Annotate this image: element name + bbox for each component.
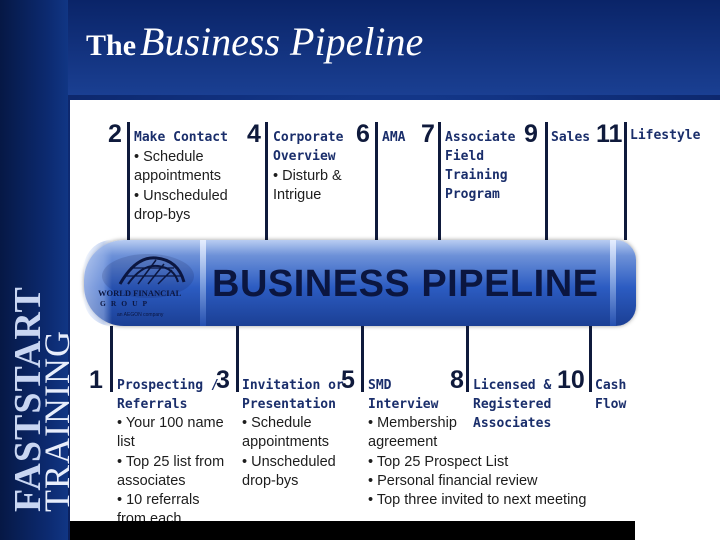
heading-line: Sales bbox=[551, 130, 591, 145]
faststart-training-logo: FASTSTART TRAINING bbox=[4, 286, 77, 530]
connector-line bbox=[236, 326, 239, 392]
title-main: Business Pipeline bbox=[140, 19, 424, 64]
step-heading: SMD Interview bbox=[368, 376, 438, 414]
heading-line: Corporate bbox=[273, 130, 344, 145]
connector-line bbox=[375, 122, 378, 240]
heading-line: Interview bbox=[368, 397, 439, 412]
body-line: associates bbox=[117, 472, 186, 489]
heading-line: SMD bbox=[368, 378, 392, 393]
connector-line bbox=[545, 122, 548, 240]
step-heading: Make Contact bbox=[134, 128, 228, 147]
logo-text-world-financial: WORLD FINANCIAL bbox=[98, 288, 182, 298]
pipeline-tube bbox=[84, 240, 636, 326]
heading-line: Flow bbox=[595, 397, 627, 412]
step-body: • Your 100 name list • Top 25 list from … bbox=[117, 414, 224, 530]
step-number: 7 bbox=[421, 120, 435, 148]
bottom-bar bbox=[70, 521, 635, 540]
step-heading: Corporate Overview bbox=[273, 128, 343, 166]
title-band bbox=[68, 0, 720, 95]
body-line: list bbox=[117, 434, 135, 451]
step-heading: Associate Field Training Program bbox=[445, 128, 515, 204]
step-number: 5 bbox=[341, 366, 355, 394]
body-line: • Unscheduled bbox=[242, 453, 336, 470]
heading-line: Prospecting / bbox=[117, 378, 219, 393]
step-heading: AMA bbox=[382, 128, 405, 147]
heading-line: Presentation bbox=[242, 397, 336, 412]
step-number: 2 bbox=[108, 120, 122, 148]
pipeline-cap bbox=[84, 240, 112, 326]
heading-line: Associates bbox=[473, 416, 552, 431]
step-number: 11 bbox=[596, 120, 623, 148]
heading-line: Invitation or bbox=[242, 378, 344, 393]
step-heading: Invitation or Presentation bbox=[242, 376, 344, 414]
step-number: 3 bbox=[216, 366, 230, 394]
step-body: • Membership agreement • Top 25 Prospect… bbox=[368, 414, 586, 510]
step-body: • Schedule appointments • Unscheduled dr… bbox=[134, 148, 228, 225]
world-financial-group-logo-icon bbox=[102, 254, 194, 298]
heading-line: Field bbox=[445, 149, 485, 164]
body-line: • 10 referrals bbox=[117, 492, 200, 509]
body-line: • Top three invited to next meeting bbox=[368, 492, 587, 509]
step-heading: Sales bbox=[551, 128, 590, 147]
connector-line bbox=[589, 326, 592, 392]
body-line: • Top 25 list from bbox=[117, 453, 225, 470]
step-number: 4 bbox=[247, 120, 261, 148]
step-heading: Cash Flow bbox=[595, 376, 626, 414]
body-line: • Disturb & bbox=[273, 168, 342, 184]
connector-line bbox=[127, 122, 130, 240]
connector-line bbox=[624, 122, 627, 240]
step-number: 6 bbox=[356, 120, 370, 148]
body-line: agreement bbox=[368, 434, 438, 451]
heading-line: Training bbox=[445, 168, 508, 183]
connector-line bbox=[265, 122, 268, 240]
body-line: • Your 100 name bbox=[117, 415, 224, 431]
step-body: • Disturb & Intrigue bbox=[273, 167, 342, 206]
body-line: • Top 25 Prospect List bbox=[368, 453, 509, 470]
body-line: appointments bbox=[242, 434, 330, 451]
slide-title: The Business Pipeline bbox=[86, 18, 423, 65]
step-heading: Lifestyle bbox=[630, 126, 700, 145]
heading-line: Program bbox=[445, 187, 500, 202]
connector-line bbox=[438, 122, 441, 240]
step-number: 10 bbox=[557, 366, 585, 394]
heading-line: Registered bbox=[473, 397, 552, 412]
body-line: drop-bys bbox=[242, 472, 299, 489]
heading-line: Licensed & bbox=[473, 378, 552, 393]
heading-line: Lifestyle bbox=[630, 128, 701, 143]
left-strip bbox=[0, 0, 68, 540]
heading-line: Overview bbox=[273, 149, 336, 164]
step-heading: Licensed & Registered Associates bbox=[473, 376, 551, 433]
connector-line bbox=[361, 326, 364, 392]
step-body: • Schedule appointments • Unscheduled dr… bbox=[242, 414, 336, 491]
body-line: • Membership bbox=[368, 415, 457, 431]
heading-line: Cash bbox=[595, 378, 627, 393]
pipeline-ring bbox=[200, 240, 206, 326]
body-line: Intrigue bbox=[273, 187, 322, 204]
step-number: 1 bbox=[89, 366, 103, 394]
logo-text-aegon: an AEGON company bbox=[117, 312, 164, 318]
body-line: • Schedule bbox=[134, 149, 204, 165]
body-line: appointments bbox=[134, 168, 222, 185]
step-number: 8 bbox=[450, 366, 464, 394]
title-prefix: The bbox=[86, 29, 137, 62]
heading-line: Associate bbox=[445, 130, 516, 145]
body-line: drop-bys bbox=[134, 206, 191, 223]
pipeline-ring bbox=[610, 240, 616, 326]
body-line: • Personal financial review bbox=[368, 472, 538, 489]
logo-text-group: GROUP bbox=[100, 299, 153, 308]
heading-line: Make Contact bbox=[134, 130, 228, 145]
step-heading: Prospecting / Referrals bbox=[117, 376, 219, 414]
pipeline-label: BUSINESS PIPELINE bbox=[212, 263, 599, 305]
body-line: • Schedule bbox=[242, 415, 312, 431]
step-number: 9 bbox=[524, 120, 538, 148]
connector-line bbox=[466, 326, 469, 392]
body-line: • Unscheduled bbox=[134, 187, 228, 204]
heading-line: Referrals bbox=[117, 397, 188, 412]
heading-line: AMA bbox=[382, 130, 406, 145]
connector-line bbox=[110, 326, 113, 392]
